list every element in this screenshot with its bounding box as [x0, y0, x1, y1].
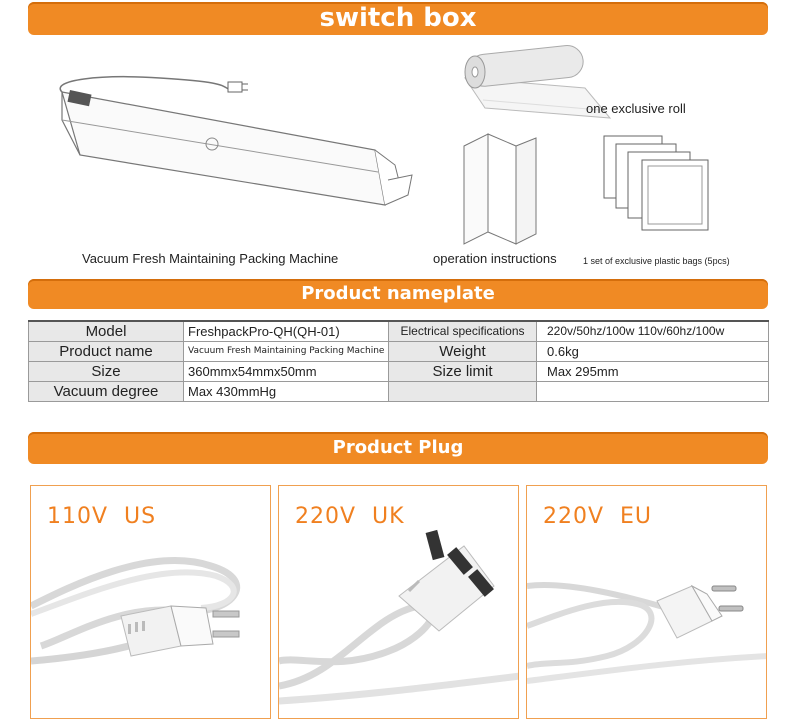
- table-row: Product name Vacuum Fresh Maintaining Pa…: [28, 340, 769, 362]
- switch-box-banner: switch box: [28, 2, 768, 35]
- plug-card-eu: 220V EU: [526, 485, 767, 719]
- plug-label: 110V US: [47, 504, 157, 529]
- instructions-booklet-illustration: [463, 133, 537, 245]
- spec-label: Electrical specifications: [388, 320, 537, 342]
- nameplate-banner: Product nameplate: [28, 279, 768, 309]
- spec-label: Product name: [28, 340, 184, 362]
- table-row: Model FreshpackPro-QH(QH-01) Electrical …: [28, 320, 769, 342]
- plug-card-us: 110V US: [30, 485, 271, 719]
- plug-label: 220V EU: [543, 504, 653, 529]
- spec-label: Weight: [388, 340, 537, 362]
- us-plug-icon: [31, 557, 241, 665]
- table-row: Size 360mmx54mmx50mm Size limit Max 295m…: [28, 360, 769, 382]
- machine-caption: Vacuum Fresh Maintaining Packing Machine: [82, 251, 339, 266]
- plastic-bags-illustration: [603, 135, 709, 231]
- spec-label: Size limit: [388, 360, 537, 382]
- table-row: Vacuum degree Max 430mmHg: [28, 380, 769, 402]
- spec-value: Vacuum Fresh Maintaining Packing Machine: [183, 340, 389, 362]
- spec-value: [536, 380, 769, 402]
- spec-label: Size: [28, 360, 184, 382]
- spec-value: 220v/50hz/100w 110v/60hz/100w: [536, 320, 769, 342]
- spec-label: Model: [28, 320, 184, 342]
- spec-label: [388, 380, 537, 402]
- spec-value: 360mmx54mmx50mm: [183, 360, 389, 382]
- instructions-caption: operation instructions: [433, 251, 557, 266]
- plug-card-uk: 220V UK: [278, 485, 519, 719]
- bag-roll-illustration: [464, 45, 612, 119]
- spec-value: Max 430mmHg: [183, 380, 389, 402]
- uk-plug-icon: [279, 529, 518, 705]
- nameplate-table: Model FreshpackPro-QH(QH-01) Electrical …: [28, 320, 769, 402]
- eu-plug-icon: [527, 582, 766, 684]
- plug-banner: Product Plug: [28, 432, 768, 464]
- spec-label: Vacuum degree: [28, 380, 184, 402]
- plug-label: 220V UK: [295, 504, 405, 529]
- bags-caption: 1 set of exclusive plastic bags (5pcs): [583, 256, 730, 266]
- vacuum-machine-illustration: [59, 76, 413, 206]
- spec-value: FreshpackPro-QH(QH-01): [183, 320, 389, 342]
- spec-value: Max 295mm: [536, 360, 769, 382]
- spec-value: 0.6kg: [536, 340, 769, 362]
- roll-caption: one exclusive roll: [586, 101, 686, 116]
